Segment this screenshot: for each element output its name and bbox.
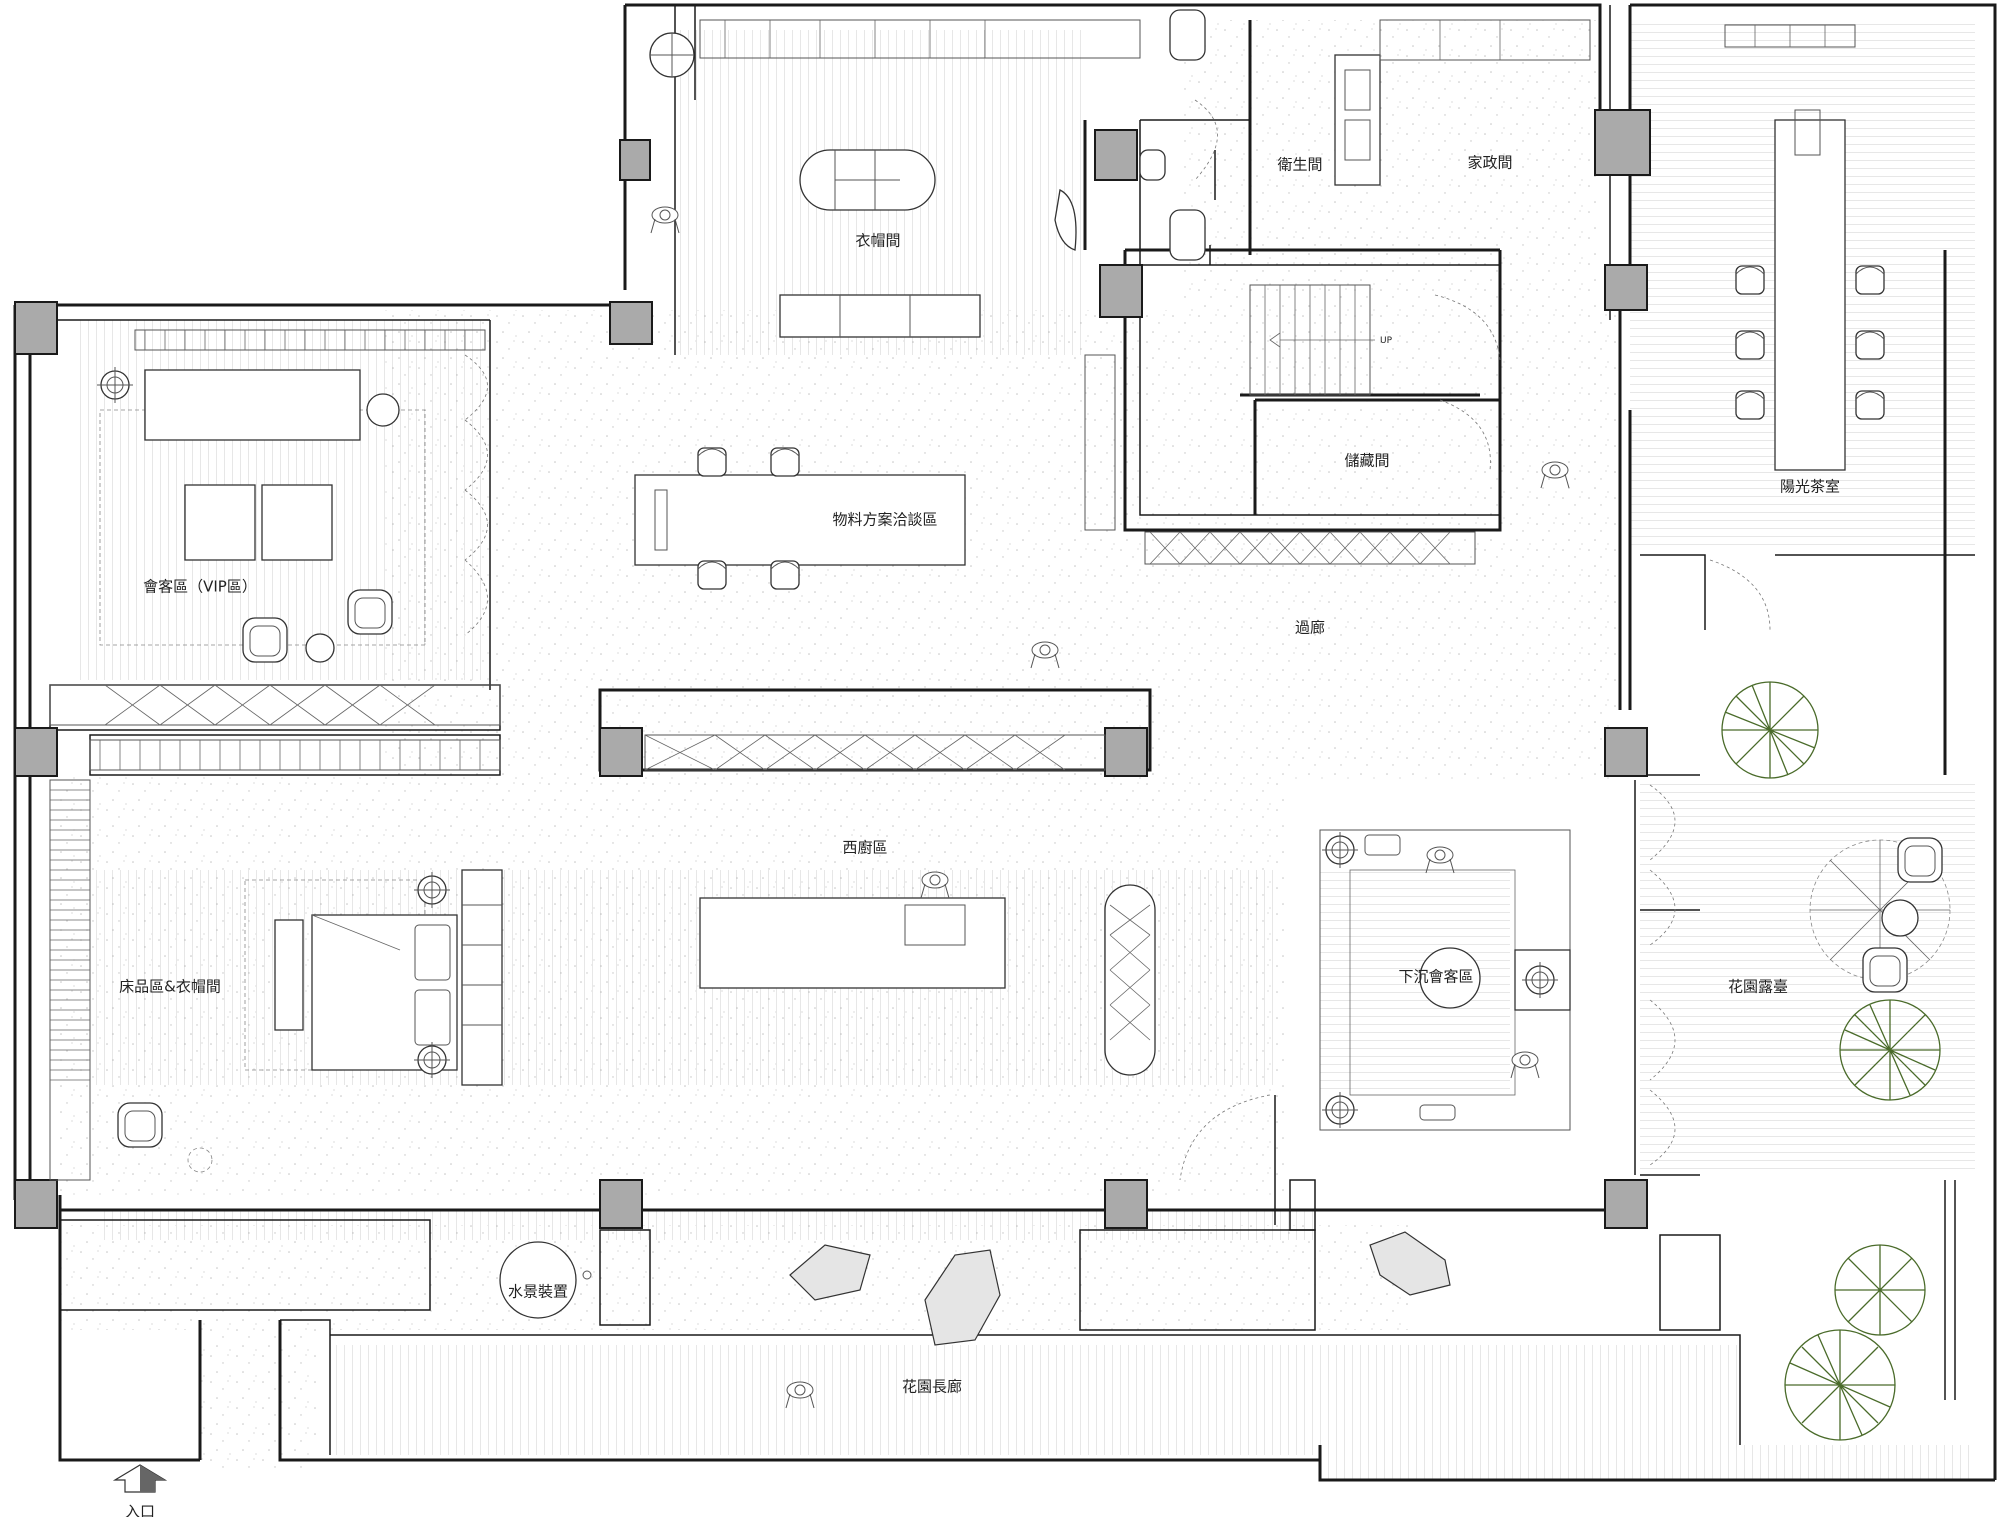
label-entrance: 入口 bbox=[125, 1503, 155, 1517]
bedding-furniture bbox=[117, 869, 503, 1173]
label-sun-tearoom: 陽光茶室 bbox=[1780, 478, 1840, 496]
label-water-feature: 水景裝置 bbox=[508, 1283, 568, 1301]
label-material-area: 物料方案洽談區 bbox=[832, 511, 937, 529]
label-storage: 儲藏間 bbox=[1344, 452, 1389, 470]
cloakroom-furniture bbox=[649, 32, 1077, 338]
label-stair-up: UP bbox=[1380, 336, 1393, 346]
vip-lounge-furniture bbox=[96, 366, 1060, 669]
tree-icon-group bbox=[1721, 681, 1941, 1441]
material-table bbox=[464, 354, 966, 636]
staircase bbox=[1249, 284, 1501, 471]
tearoom-furniture bbox=[1540, 109, 1885, 631]
garden-rocks bbox=[499, 1231, 1451, 1409]
label-bedding-area: 床品區&衣帽間 bbox=[119, 978, 221, 996]
label-sunken-lounge: 下沉會客區 bbox=[1398, 968, 1473, 986]
terrace-furniture bbox=[1649, 784, 1951, 1166]
label-garden-corridor: 花園長廊 bbox=[902, 1378, 962, 1396]
label-western-kitchen: 西廚區 bbox=[842, 839, 887, 857]
kitchen-island bbox=[699, 871, 1156, 1076]
entrance-arrow-icon bbox=[112, 1464, 168, 1493]
room-labels: 衣帽間 衛生間 家政間 儲藏間 UP 物料方案洽談區 會客區（VIP區） 過廊 … bbox=[119, 154, 1840, 1517]
label-vip-area: 會客區（VIP區） bbox=[143, 578, 257, 596]
columns bbox=[14, 109, 1651, 1229]
restroom-fixtures bbox=[1139, 9, 1591, 261]
label-corridor: 過廊 bbox=[1295, 619, 1325, 637]
parasol-icon bbox=[1809, 839, 1951, 981]
sunken-lounge-furniture bbox=[1179, 829, 1571, 1181]
floor-fills bbox=[60, 20, 1975, 1480]
label-garden-terrace: 花園露臺 bbox=[1728, 978, 1788, 996]
label-cloakroom: 衣帽間 bbox=[855, 232, 900, 250]
label-restroom: 衛生間 bbox=[1277, 156, 1322, 174]
cabinets bbox=[49, 19, 1856, 1181]
label-utility: 家政間 bbox=[1467, 154, 1512, 172]
